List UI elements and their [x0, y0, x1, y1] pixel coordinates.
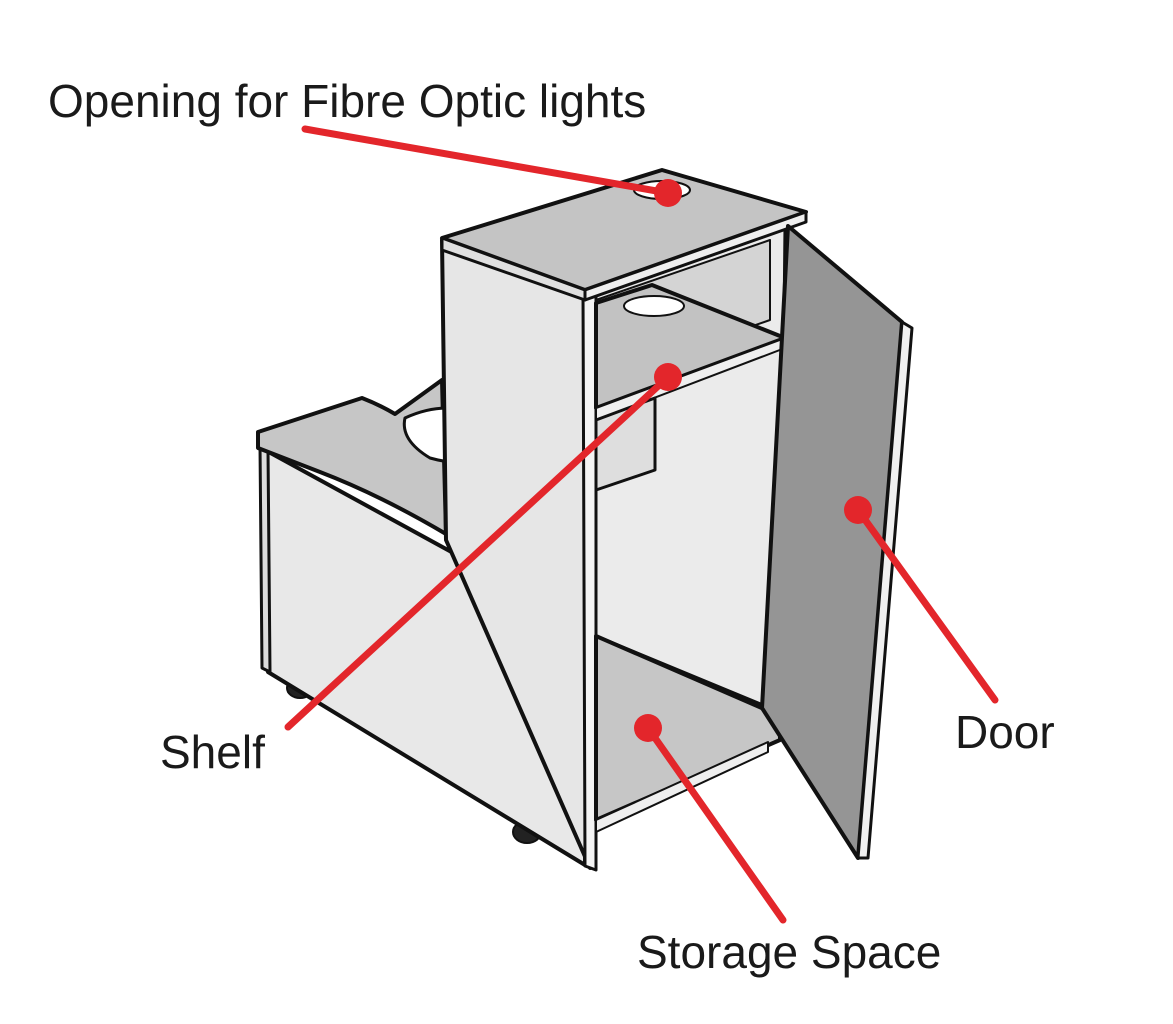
step-side-panel — [258, 443, 272, 674]
cabinet-illustration — [256, 168, 914, 872]
storage-floor — [594, 634, 782, 822]
label-shelf: Shelf — [160, 726, 265, 778]
step-top-surface — [256, 378, 448, 536]
label-fibre-opening: Opening for Fibre Optic lights — [48, 75, 646, 127]
callout-line-storage — [644, 724, 787, 924]
label-storage-space: Storage Space — [637, 926, 941, 978]
shelf-opening-hole — [623, 295, 685, 317]
callout-dot-storage — [634, 714, 662, 742]
callout-dot-door — [844, 496, 872, 524]
callout-line-fibre-opening — [301, 125, 672, 197]
callout-line-door — [854, 506, 999, 704]
callout-line-shelf — [284, 373, 672, 731]
callout-dot-fibre-opening — [654, 179, 682, 207]
top-panel-side-edge — [440, 236, 587, 302]
callouts — [284, 125, 999, 924]
label-door: Door — [955, 706, 1055, 758]
door-edge — [856, 320, 914, 860]
storage-front-lip — [595, 741, 769, 833]
callout-dot-shelf — [654, 363, 682, 391]
